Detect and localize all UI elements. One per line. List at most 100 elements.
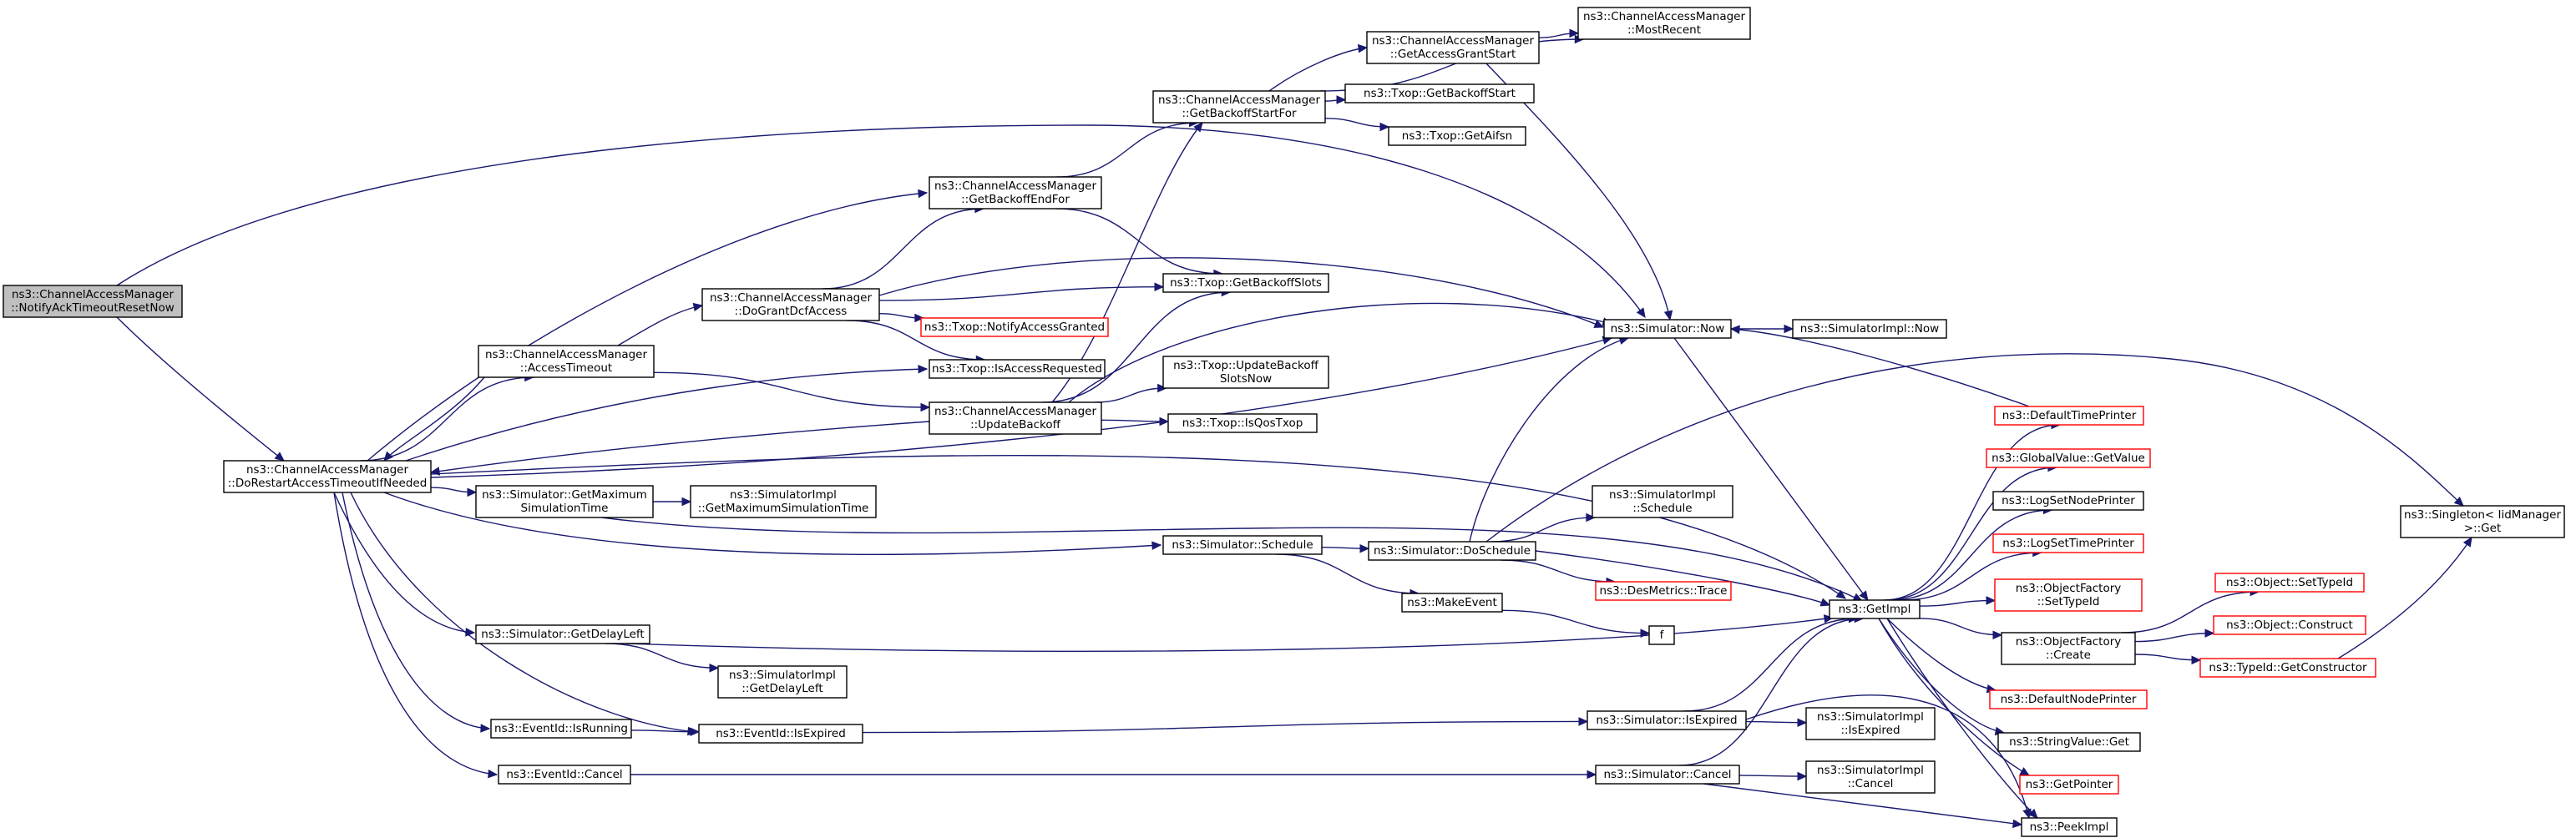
function-node-dnp[interactable]: ns3::DefaultNodePrinter (1989, 689, 2148, 709)
function-node-sc[interactable]: ns3::Simulator::Cancel (1595, 765, 1740, 785)
function-node-sie[interactable]: ns3::Simulator::IsExpired (1587, 710, 1747, 730)
function-node-eie[interactable]: ns3::EventId::IsExpired (698, 724, 863, 744)
node-box (701, 288, 880, 321)
node-box (1992, 533, 2144, 553)
function-node-gbef[interactable]: ns3::ChannelAccessManager::GetBackoffEnd… (929, 176, 1102, 210)
function-node-tgbsl[interactable]: ns3::Txop::GetBackoffSlots (1162, 273, 1329, 293)
node-label-line: ns3::EventId::Cancel (506, 768, 622, 781)
function-node-gbsf[interactable]: ns3::ChannelAccessManager::GetBackoffSta… (1152, 90, 1326, 124)
node-box (1805, 760, 1936, 794)
node-label-line: ns3::ChannelAccessManager (485, 348, 648, 361)
call-graph-nodes: ns3::ChannelAccessManager::NotifyAckTime… (3, 7, 2565, 837)
node-label-line: ::GetBackoffEndFor (961, 193, 1070, 206)
node-label-line: ns3::Txop::IsQosTxop (1182, 416, 1303, 430)
node-box (698, 724, 863, 744)
function-node-drat[interactable]: ns3::ChannelAccessManager::DoRestartAcce… (223, 460, 432, 493)
function-node-dtp[interactable]: ns3::DefaultTimePrinter (1994, 406, 2144, 426)
function-node-ofst[interactable]: ns3::ObjectFactory::SetTypeId (1994, 578, 2143, 612)
function-node-f[interactable]: f (1648, 625, 1675, 645)
node-box (2199, 658, 2376, 678)
function-node-sinow[interactable]: ns3::SimulatorImpl::Now (1792, 319, 1947, 339)
node-label-line: ns3::Simulator::Schedule (1172, 538, 1313, 552)
call-edge-drat-to-iar (405, 365, 929, 462)
node-box (1986, 448, 2151, 468)
node-label-line: ::MostRecent (1627, 23, 1701, 37)
function-node-iar[interactable]: ns3::Txop::IsAccessRequested (929, 359, 1106, 379)
function-node-lsnp[interactable]: ns3::LogSetNodePrinter (1992, 491, 2144, 511)
node-box (1344, 83, 1535, 103)
node-label-line: ::GetBackoffStartFor (1182, 107, 1297, 120)
function-node-pi[interactable]: ns3::PeekImpl (2021, 817, 2118, 837)
function-node-sic[interactable]: ns3::SimulatorImpl::Cancel (1805, 760, 1936, 794)
call-edge-root-to-snow (116, 124, 1646, 319)
function-node-svg[interactable]: ns3::StringValue::Get (1997, 732, 2141, 752)
node-box (1595, 581, 1732, 601)
function-node-sgdl[interactable]: ns3::Simulator::GetDelayLeft (475, 624, 650, 644)
function-node-mr[interactable]: ns3::ChannelAccessManager::MostRecent (1577, 7, 1751, 40)
function-node-gvgv[interactable]: ns3::GlobalValue::GetValue (1986, 448, 2151, 468)
function-node-eir[interactable]: ns3::EventId::IsRunning (490, 719, 632, 739)
node-label-line: ns3::PeekImpl (2030, 820, 2109, 834)
function-node-snow[interactable]: ns3::Simulator::Now (1603, 319, 1732, 339)
function-node-dgd[interactable]: ns3::ChannelAccessManager::DoGrantDcfAcc… (701, 288, 880, 321)
function-node-ntag[interactable]: ns3::Txop::NotifyAccessGranted (920, 317, 1109, 337)
function-node-sisch[interactable]: ns3::SimulatorImpl::Schedule (1592, 485, 1733, 518)
node-box (1368, 541, 1536, 561)
function-node-tgbs[interactable]: ns3::Txop::GetBackoffStart (1344, 83, 1535, 103)
node-label-line: ns3::DefaultNodePrinter (2001, 693, 2137, 706)
function-node-dmt[interactable]: ns3::DesMetrics::Trace (1595, 581, 1732, 601)
node-box (929, 359, 1106, 379)
node-box (1829, 599, 1921, 619)
node-box (920, 317, 1109, 337)
function-node-gp[interactable]: ns3::GetPointer (2019, 775, 2119, 795)
node-box (223, 460, 432, 493)
node-label-line: ns3::Object::Construct (2226, 618, 2353, 632)
call-edge-ub-to-drat (429, 421, 930, 476)
node-label-line: ::AccessTimeout (520, 361, 612, 375)
node-label-line: ns3::GlobalValue::GetValue (1991, 452, 2145, 465)
node-label-line: ::DoGrantDcfAccess (735, 305, 848, 318)
call-edge-sds-to-sisch (1490, 512, 1597, 543)
function-node-ost[interactable]: ns3::Object::SetTypeId (2214, 573, 2365, 593)
function-node-gags[interactable]: ns3::ChannelAccessManager::GetAccessGran… (1366, 31, 1540, 64)
function-node-ub[interactable]: ns3::ChannelAccessManager::UpdateBackoff (929, 401, 1102, 435)
node-label-line: ::IsExpired (1840, 724, 1900, 737)
node-box (1366, 31, 1540, 64)
function-node-tgc[interactable]: ns3::TypeId::GetConstructor (2199, 658, 2376, 678)
call-edge-ub-to-tubsn (1095, 383, 1167, 403)
call-edge-sgmst-to-sigmst (653, 497, 692, 507)
node-box (1162, 273, 1329, 293)
function-node-siie[interactable]: ns3::SimulatorImpl::IsExpired (1805, 707, 1936, 740)
function-node-oc[interactable]: ns3::Object::Construct (2213, 615, 2366, 635)
function-node-ofc[interactable]: ns3::ObjectFactory::Create (2001, 632, 2136, 665)
call-edge-gi-to-dtp (1884, 420, 2062, 601)
function-node-ssch[interactable]: ns3::Simulator::Schedule (1162, 535, 1323, 555)
call-edge-me-to-f (1501, 609, 1651, 638)
function-node-sig[interactable]: ns3::Singleton< IidManager>::Get (2400, 505, 2565, 538)
function-node-gi[interactable]: ns3::GetImpl (1829, 599, 1921, 619)
node-label-line: ns3::LogSetNodePrinter (2002, 494, 2135, 507)
call-edge-ub-to-snow (1068, 302, 1613, 403)
function-node-sigdl[interactable]: ns3::SimulatorImpl::GetDelayLeft (717, 665, 848, 699)
function-node-sds[interactable]: ns3::Simulator::DoSchedule (1368, 541, 1536, 561)
node-box (690, 485, 877, 518)
node-label-line: ns3::SimulatorImpl (1609, 488, 1716, 502)
node-box (1992, 491, 2144, 511)
function-node-tiqt[interactable]: ns3::Txop::IsQosTxop (1167, 413, 1318, 433)
call-edge-sgdl-to-gi (625, 614, 1835, 652)
function-node-me[interactable]: ns3::MakeEvent (1401, 593, 1503, 613)
call-edge-gbsf-to-tga (1324, 118, 1390, 132)
node-label-line: ns3::Simulator::GetMaximum (482, 488, 647, 502)
function-node-sigmst[interactable]: ns3::SimulatorImpl::GetMaximumSimulation… (690, 485, 877, 518)
function-node-tga[interactable]: ns3::Txop::GetAifsn (1388, 126, 1526, 146)
node-label-line: SimulationTime (521, 502, 609, 515)
function-node-sgmst[interactable]: ns3::Simulator::GetMaximumSimulationTime (475, 485, 654, 518)
function-node-ec[interactable]: ns3::EventId::Cancel (498, 765, 631, 785)
function-node-at[interactable]: ns3::ChannelAccessManager::AccessTimeout (478, 345, 655, 378)
node-label-line: ns3::DefaultTimePrinter (2002, 409, 2137, 422)
call-edge-drat-to-eir (342, 492, 491, 733)
call-edge-dgd-to-ntag (878, 312, 925, 323)
function-node-lstp[interactable]: ns3::LogSetTimePrinter (1992, 533, 2144, 553)
call-edge-sc-to-gi (1678, 613, 1865, 766)
